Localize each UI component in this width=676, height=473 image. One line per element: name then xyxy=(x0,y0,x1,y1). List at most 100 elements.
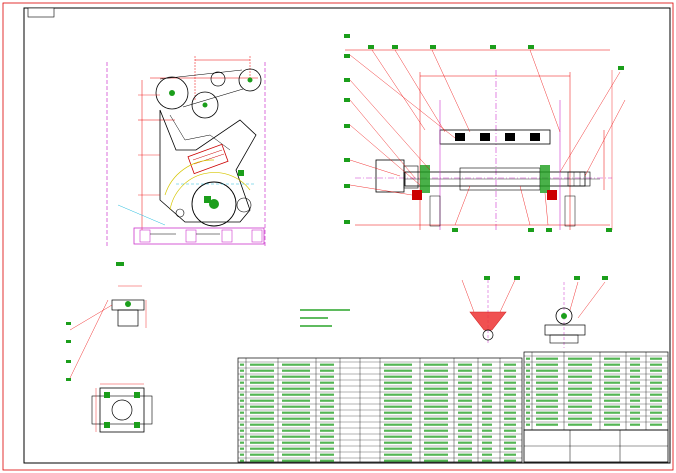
parts-cell-mark xyxy=(424,369,448,372)
parts-cell-mark xyxy=(482,387,492,390)
parts-cell-mark xyxy=(504,435,516,438)
parts-cell-mark xyxy=(250,399,274,402)
parts-cell-mark xyxy=(482,441,492,444)
parts-cell-mark xyxy=(320,393,334,396)
parts-cell-mark xyxy=(424,387,448,390)
corner-stamp xyxy=(27,7,55,18)
parts-cell-mark xyxy=(320,381,334,384)
parts-cell-mark xyxy=(536,381,558,384)
side-view xyxy=(106,56,266,246)
parts-cell-mark xyxy=(482,399,492,402)
parts-cell-mark xyxy=(424,363,448,366)
parts-cell-mark xyxy=(526,405,530,408)
parts-cell-mark xyxy=(458,441,472,444)
inner-border xyxy=(23,7,671,464)
parts-cell-mark xyxy=(250,459,274,462)
parts-cell-mark xyxy=(320,435,334,438)
parts-cell-mark xyxy=(424,411,448,414)
parts-cell-mark xyxy=(282,423,310,426)
parts-cell-mark xyxy=(536,357,558,360)
parts-cell-mark xyxy=(650,417,662,420)
parts-cell-mark xyxy=(526,399,530,402)
parts-cell-mark xyxy=(568,357,592,360)
parts-cell-mark xyxy=(384,411,412,414)
parts-cell-mark xyxy=(384,459,412,462)
parts-cell-mark xyxy=(282,363,310,366)
parts-cell-mark xyxy=(604,381,620,384)
parts-cell-mark xyxy=(458,405,472,408)
parts-cell-mark xyxy=(568,363,592,366)
parts-rows-right xyxy=(524,355,668,426)
parts-cell-mark xyxy=(320,405,334,408)
parts-cell-mark xyxy=(482,453,492,456)
parts-cell-mark xyxy=(282,393,310,396)
parts-cell-mark xyxy=(568,393,592,396)
parts-cell-mark xyxy=(650,363,662,366)
parts-cell-mark xyxy=(250,381,274,384)
parts-cell-mark xyxy=(384,429,412,432)
parts-cell-mark xyxy=(384,423,412,426)
parts-cell-mark xyxy=(650,393,662,396)
parts-cell-mark xyxy=(240,447,244,450)
parts-cell-mark xyxy=(630,423,640,426)
parts-cell-mark xyxy=(458,435,472,438)
parts-cell-mark xyxy=(424,381,448,384)
parts-cell-mark xyxy=(384,381,412,384)
parts-cell-mark xyxy=(568,387,592,390)
parts-cell-mark xyxy=(424,405,448,408)
parts-cell-mark xyxy=(568,381,592,384)
parts-cell-mark xyxy=(424,459,448,462)
parts-cell-mark xyxy=(482,381,492,384)
parts-cell-mark xyxy=(630,381,640,384)
parts-cell-mark xyxy=(604,357,620,360)
parts-cell-mark xyxy=(282,381,310,384)
parts-cell-mark xyxy=(458,447,472,450)
technical-notes xyxy=(300,309,350,327)
parts-cell-mark xyxy=(526,423,530,426)
parts-cell-mark xyxy=(630,405,640,408)
parts-cell-mark xyxy=(240,417,244,420)
parts-cell-mark xyxy=(504,369,516,372)
parts-cell-mark xyxy=(320,447,334,450)
parts-cell-mark xyxy=(458,423,472,426)
parts-cell-mark xyxy=(536,375,558,378)
parts-cell-mark xyxy=(604,369,620,372)
parts-cell-mark xyxy=(482,393,492,396)
parts-cell-mark xyxy=(536,411,558,414)
parts-cell-mark xyxy=(458,363,472,366)
parts-cell-mark xyxy=(630,375,640,378)
parts-cell-mark xyxy=(250,435,274,438)
parts-cell-mark xyxy=(240,381,244,384)
parts-cell-mark xyxy=(250,417,274,420)
parts-cell-mark xyxy=(650,375,662,378)
parts-cell-mark xyxy=(240,369,244,372)
parts-cell-mark xyxy=(482,363,492,366)
parts-cell-mark xyxy=(250,405,274,408)
parts-cell-mark xyxy=(526,369,530,372)
parts-cell-mark xyxy=(526,357,530,360)
top-view xyxy=(344,34,626,232)
parts-cell-mark xyxy=(526,417,530,420)
parts-cell-mark xyxy=(250,423,274,426)
parts-cell-mark xyxy=(384,453,412,456)
parts-cell-mark xyxy=(282,399,310,402)
parts-cell-mark xyxy=(384,369,412,372)
parts-cell-mark xyxy=(458,387,472,390)
parts-cell-mark xyxy=(282,459,310,462)
parts-cell-mark xyxy=(504,393,516,396)
parts-cell-mark xyxy=(458,453,472,456)
parts-cell-mark xyxy=(250,363,274,366)
parts-cell-mark xyxy=(526,393,530,396)
parts-cell-mark xyxy=(630,393,640,396)
parts-cell-mark xyxy=(384,447,412,450)
parts-cell-mark xyxy=(482,435,492,438)
parts-cell-mark xyxy=(282,417,310,420)
parts-cell-mark xyxy=(536,387,558,390)
parts-cell-mark xyxy=(568,423,592,426)
parts-cell-mark xyxy=(282,405,310,408)
parts-cell-mark xyxy=(650,369,662,372)
parts-cell-mark xyxy=(458,417,472,420)
parts-cell-mark xyxy=(650,387,662,390)
parts-cell-mark xyxy=(424,453,448,456)
